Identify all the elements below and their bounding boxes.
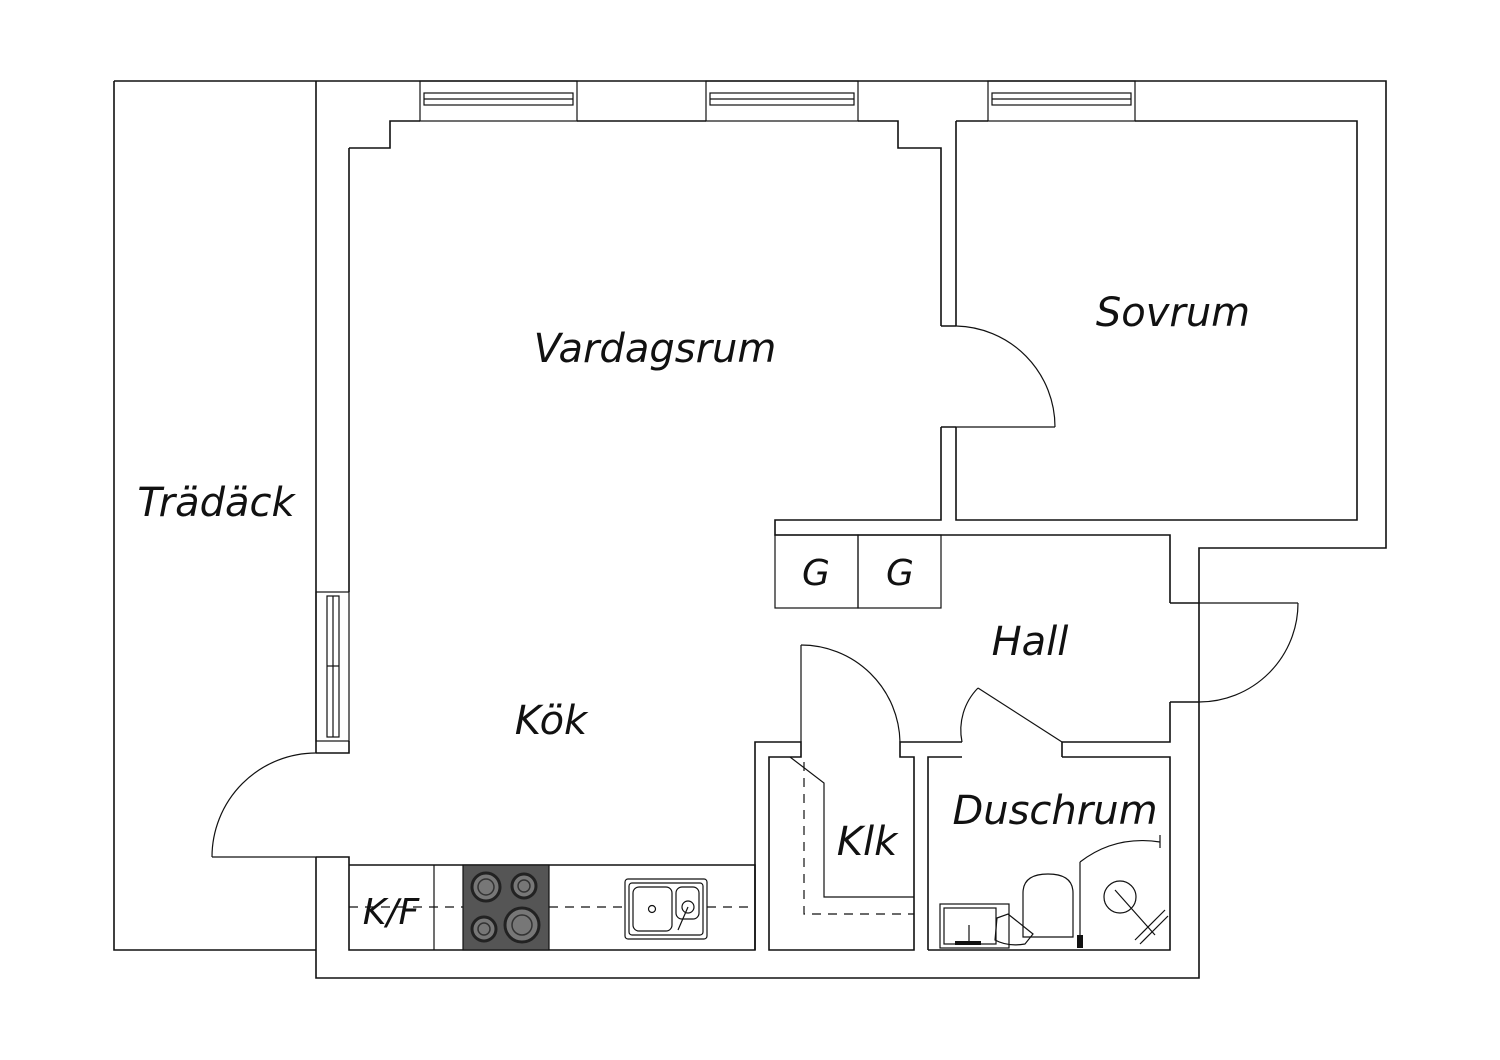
wardrobe-label-2: G bbox=[886, 553, 914, 594]
room-label-hall: Hall bbox=[992, 619, 1069, 665]
fridge-freezer-label: K/F bbox=[363, 892, 421, 933]
room-label-tradack: Trädäck bbox=[137, 480, 296, 526]
window-kok-side bbox=[315, 591, 350, 742]
stove-icon bbox=[462, 864, 550, 951]
wardrobes: G G bbox=[774, 534, 942, 609]
door-sovrum bbox=[955, 325, 1056, 428]
door-entrance bbox=[1170, 602, 1299, 703]
door-duschrum bbox=[960, 687, 1063, 743]
closet-klk bbox=[789, 756, 914, 915]
wardrobe-label-1: G bbox=[802, 553, 830, 594]
room-label-kok: Kök bbox=[515, 698, 589, 744]
window-sovrum bbox=[987, 80, 1136, 122]
door-klk bbox=[800, 644, 901, 743]
kitchen-counter: K/F bbox=[349, 865, 755, 950]
shower-icon bbox=[1077, 835, 1169, 948]
room-label-vardagsrum: Vardagsrum bbox=[534, 326, 777, 372]
toilet-icon bbox=[994, 873, 1074, 946]
room-label-klk: Klk bbox=[837, 819, 899, 865]
room-label-sovrum: Sovrum bbox=[1096, 290, 1250, 336]
window-vardagsrum-left bbox=[419, 80, 578, 122]
room-label-duschrum: Duschrum bbox=[952, 788, 1157, 834]
sink-icon bbox=[624, 878, 708, 940]
door-deck bbox=[211, 752, 317, 858]
outer-walls bbox=[315, 80, 1387, 979]
deck-area bbox=[113, 80, 316, 951]
window-vardagsrum-right bbox=[705, 80, 859, 122]
